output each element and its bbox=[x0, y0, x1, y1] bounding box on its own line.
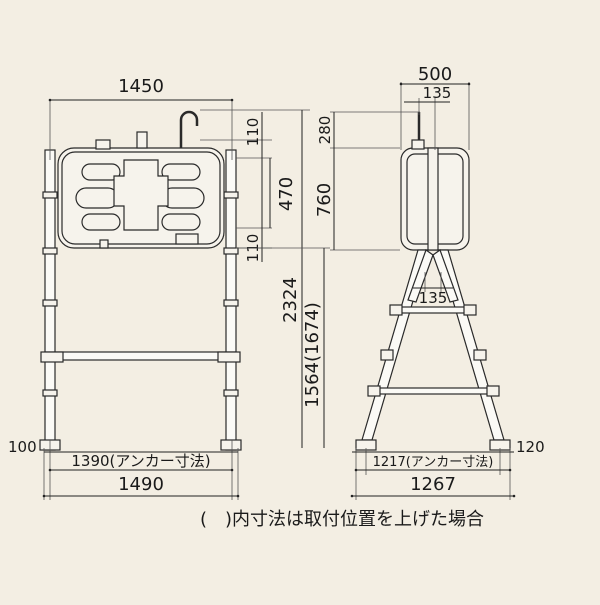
side-stand-depth-label: 1267 bbox=[410, 474, 456, 495]
tank-embossed-pattern bbox=[75, 159, 205, 231]
front-tank-width-label: 1450 bbox=[118, 76, 164, 97]
front-bracket-right bbox=[217, 351, 241, 363]
side-pipe-offset-mid-label: 135 bbox=[419, 289, 448, 307]
side-top-fitting bbox=[411, 139, 425, 150]
front-mid-height-label: 470 bbox=[276, 177, 297, 211]
side-a-frame bbox=[361, 249, 505, 441]
side-tank-height-label: 760 bbox=[314, 183, 335, 217]
side-pipe-offset-top-label: 135 bbox=[423, 84, 452, 102]
front-foot-offset-label: 100 bbox=[8, 438, 37, 456]
dimension-note: ( )内寸法は取付位置を上げた場合 bbox=[200, 509, 484, 530]
front-anchor-span-label: 1390(アンカー寸法) bbox=[71, 452, 210, 470]
front-drain bbox=[99, 239, 109, 249]
side-anchor-span-label: 1217(アンカー寸法) bbox=[373, 455, 494, 470]
front-stand-width-label: 1490 bbox=[118, 474, 164, 495]
front-bracket-left bbox=[40, 351, 64, 363]
front-crossbar bbox=[44, 351, 237, 361]
front-gauge bbox=[175, 233, 199, 245]
side-upper-brace bbox=[395, 306, 471, 314]
side-view: 500 135 280 760 135 120 1217(アンカー寸法) 126… bbox=[314, 64, 545, 500]
front-right-foot bbox=[220, 439, 242, 451]
front-view: 1450 110 470 110 2324 1564(1674) 100 139… bbox=[8, 76, 330, 500]
side-lower-brace bbox=[371, 387, 495, 395]
side-foot-offset-label: 120 bbox=[516, 438, 545, 456]
front-stand-height-label: 1564(1674) bbox=[302, 302, 323, 408]
front-total-height-label: 2324 bbox=[280, 277, 301, 323]
side-tank-depth-label: 500 bbox=[418, 64, 452, 85]
side-center-post bbox=[427, 147, 439, 251]
front-leg-bolts bbox=[42, 191, 239, 397]
vent-pipe-icon bbox=[179, 110, 199, 148]
side-bolts bbox=[367, 304, 500, 397]
side-top-height-label: 280 bbox=[316, 116, 334, 145]
front-top-gap-label: 110 bbox=[244, 118, 262, 147]
front-oil-cap bbox=[136, 131, 148, 149]
front-top-fitting bbox=[95, 139, 111, 150]
